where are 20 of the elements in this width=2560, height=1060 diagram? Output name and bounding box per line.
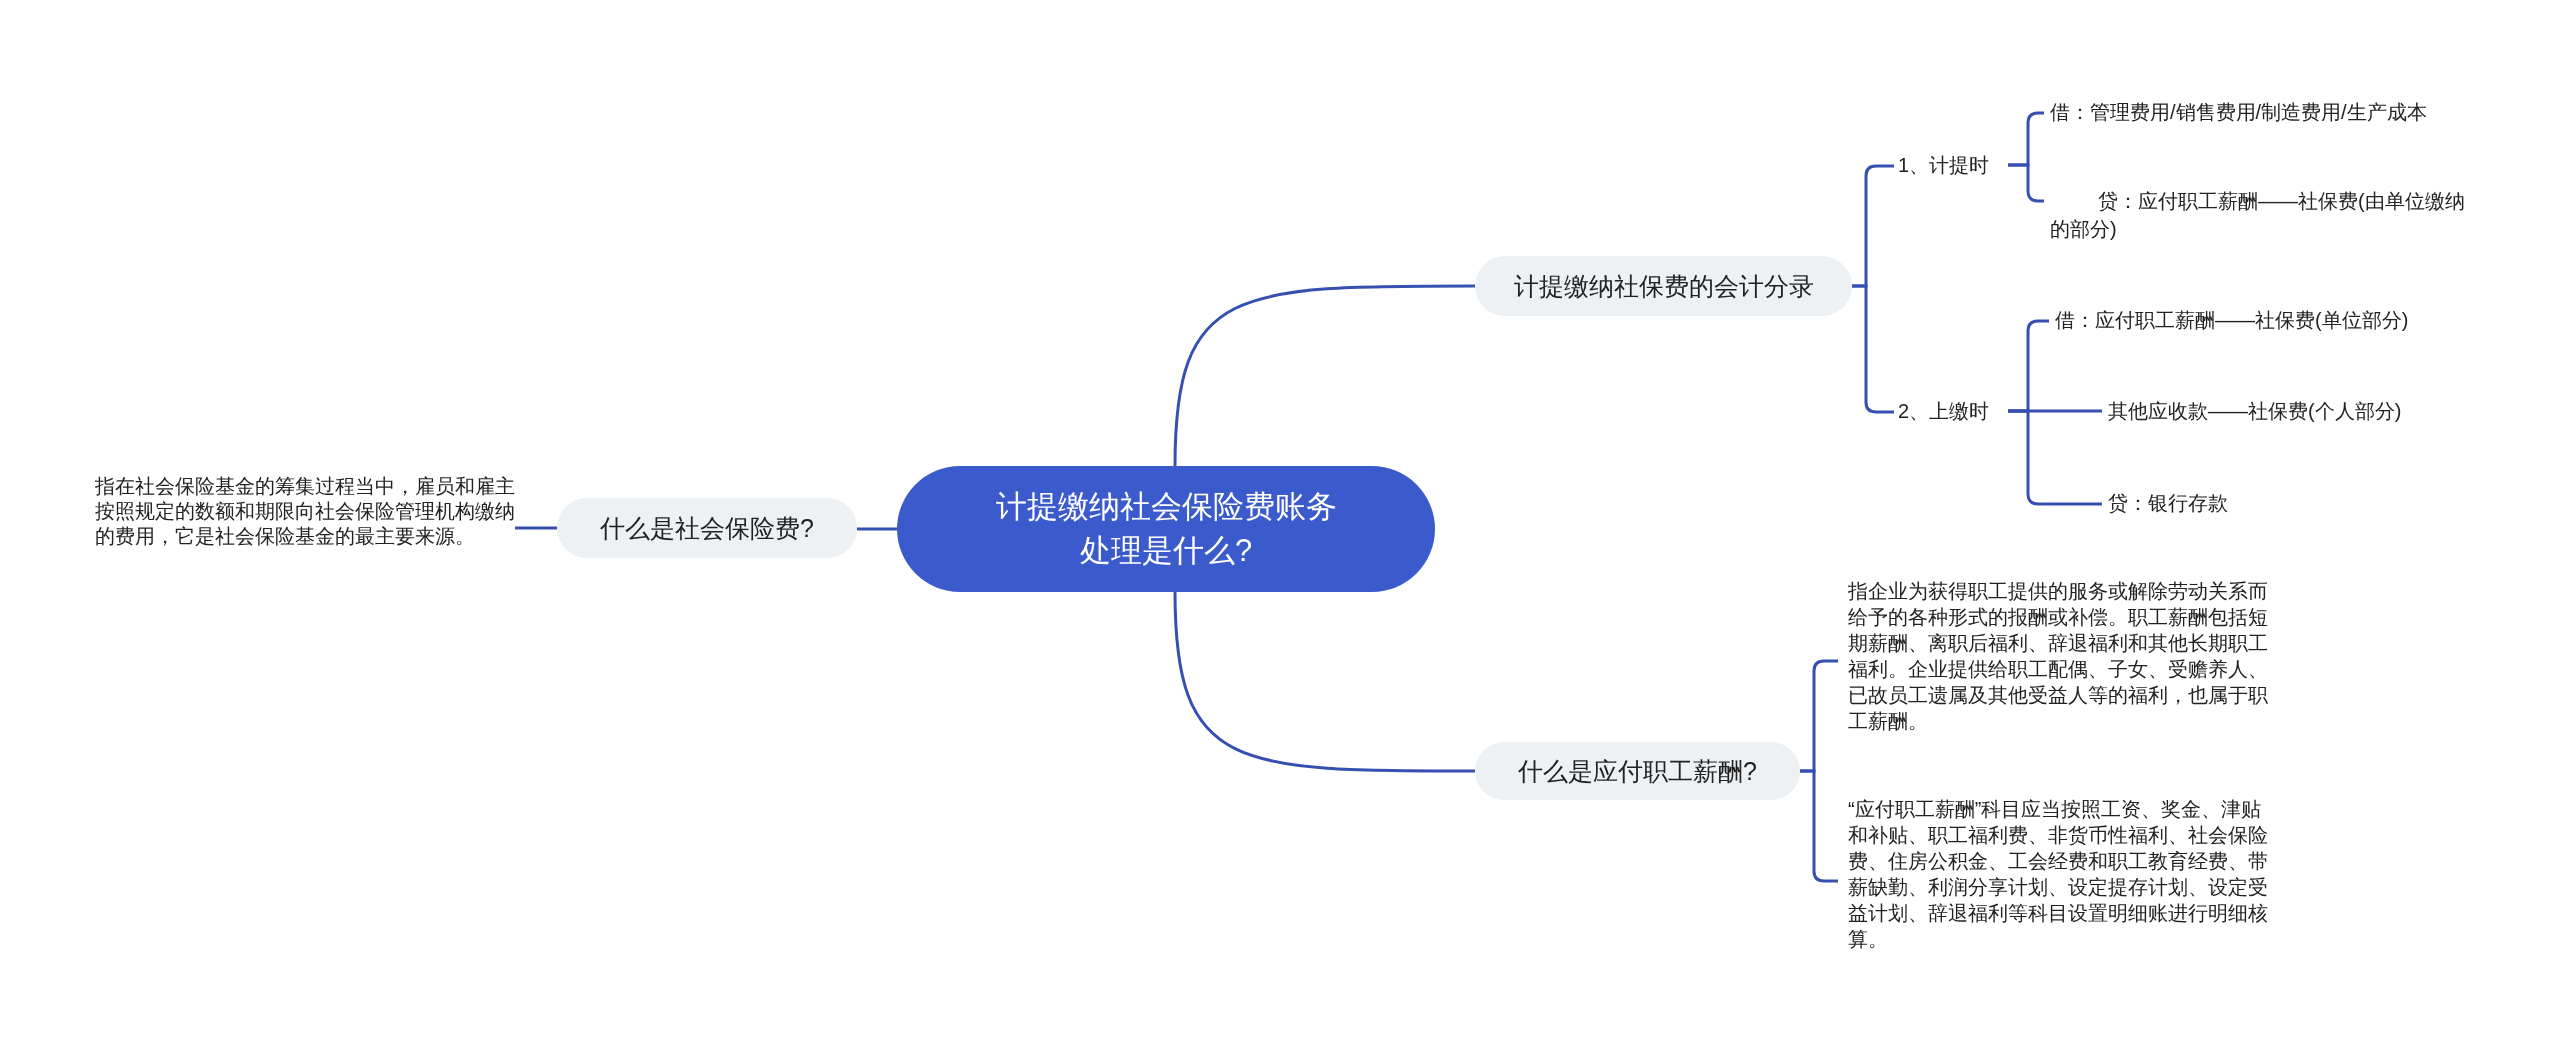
connector-line: [1173, 284, 1475, 467]
connector-line: [857, 527, 897, 531]
entry-text: 借：管理费用/销售费用/制造费用/生产成本: [2050, 97, 2480, 127]
entry-text: 贷：银行存款: [2108, 488, 2408, 518]
entry-text: 贷：应付职工薪酬——社保费(由单位缴纳的部分): [2050, 185, 2470, 245]
connector-line: [515, 526, 557, 530]
central-topic-box: 计提缴纳社会保险费账务处理是什么?: [897, 466, 1435, 592]
description-text: “应付职工薪酬”科目应当按照工资、奖金、津贴和补贴、职工福利费、非货币性福利、社会保险费、住房公积金、工会经费和职工教育经费、带薪缺勤、利润分享计划、设定提存计划、设定受益计划、辞退福利等科目设置明细账进行明细核算。: [1848, 796, 2268, 964]
entry-text: 借：应付职工薪酬——社保费(单位部分): [2055, 305, 2475, 335]
entry-text: 其他应收款——社保费(个人部分): [2108, 396, 2508, 426]
topic-box: 什么是社会保险费?: [557, 498, 857, 558]
connector-line: [2008, 163, 2044, 203]
subtopic-label: 2、上缴时: [1898, 396, 2008, 426]
description-text: 指在社会保险基金的筹集过程当中，雇员和雇主按照规定的数额和期限向社会保险管理机构缴纳的费用，它是社会保险基金的最主要来源。: [95, 474, 515, 588]
description-text: 指企业为获得职工提供的服务或解除劳动关系而给予的各种形式的报酬或补偿。职工薪酬包括短期薪酬、离职后福利、辞退福利和其他长期职工福利。企业提供给职工配偶、子女、受赡养人、已故员工遗属及其他受益人等的福利，也属于职工薪酬。: [1848, 578, 2268, 746]
connector-line: [2008, 409, 2102, 506]
topic-box: 什么是应付职工薪酬?: [1475, 742, 1800, 800]
subtopic-label: 1、计提时: [1898, 150, 2008, 180]
topic-box: 计提缴纳社保费的会计分录: [1475, 256, 1852, 316]
connector-line: [1173, 591, 1475, 773]
